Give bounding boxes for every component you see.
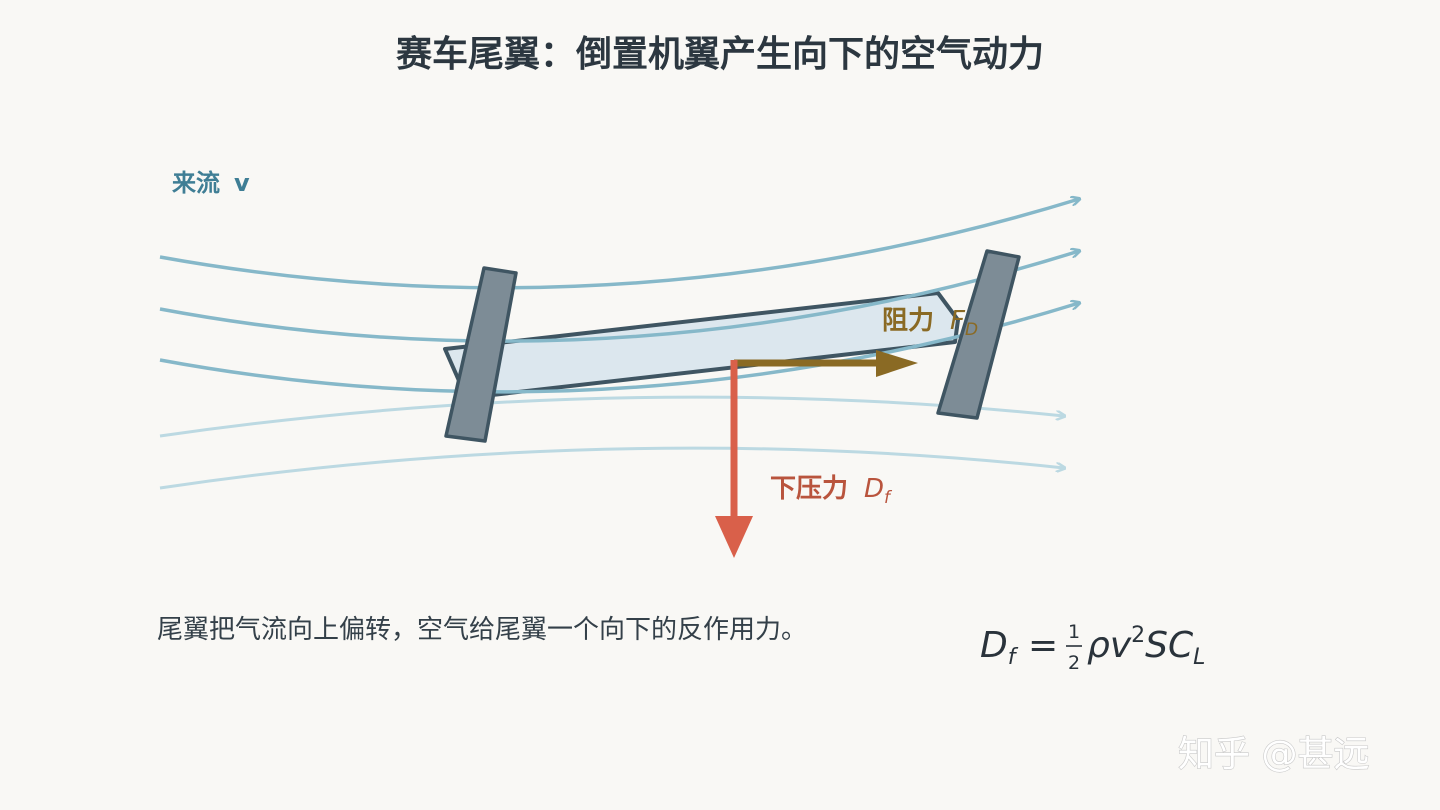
- formula-s: S: [1145, 625, 1168, 666]
- endplate-right: [936, 249, 1021, 420]
- downforce-label-text: 下压力: [770, 474, 848, 504]
- caption: 尾翼把气流向上偏转，空气给尾翼一个向下的反作用力。: [157, 615, 807, 645]
- formula-rhs: ρv2SCL: [1087, 623, 1205, 670]
- downforce-arrow-head: [715, 516, 753, 558]
- formula-equals: =: [1028, 625, 1058, 666]
- formula-v: v: [1110, 625, 1132, 666]
- streamline-1: [159, 199, 1079, 290]
- drag-symbol-subscript: D: [965, 320, 978, 340]
- formula-lhs-subscript: f: [1008, 645, 1019, 670]
- endplate-left: [444, 266, 518, 443]
- formula-fraction-denominator: 2: [1068, 652, 1080, 674]
- drag-label-text: 阻力: [882, 306, 934, 336]
- drag-symbol: F: [950, 306, 966, 336]
- flow-label: 来流 v: [172, 169, 250, 197]
- downforce-symbol: D: [864, 474, 884, 504]
- downforce-label: 下压力 Df: [770, 474, 893, 508]
- drag-arrow-head: [876, 350, 918, 377]
- flow-label-text: 来流: [172, 169, 220, 197]
- formula-v-exponent: 2: [1131, 623, 1145, 648]
- drag-label: 阻力 FD: [882, 306, 978, 340]
- watermark: 知乎 @甚远: [1178, 734, 1369, 775]
- formula-rho: ρ: [1087, 625, 1110, 666]
- streamline-4: [159, 395, 1064, 438]
- downforce-formula: Df = 1 2 ρv2SCL: [980, 621, 1205, 674]
- streamline-2: [159, 251, 1079, 343]
- formula-c-subscript: L: [1193, 645, 1205, 670]
- streamline-3: [159, 303, 1079, 394]
- formula-lhs: Df: [980, 625, 1019, 670]
- formula-lhs-symbol: D: [980, 625, 1008, 666]
- streamline-5: [159, 446, 1064, 490]
- flow-velocity-symbol: v: [234, 169, 250, 197]
- formula-fraction-numerator: 1: [1068, 621, 1080, 643]
- diagram-title: 赛车尾翼：倒置机翼产生向下的空气动力: [396, 34, 1044, 75]
- downforce-symbol-subscript: f: [884, 488, 893, 508]
- formula-c: C: [1168, 625, 1194, 666]
